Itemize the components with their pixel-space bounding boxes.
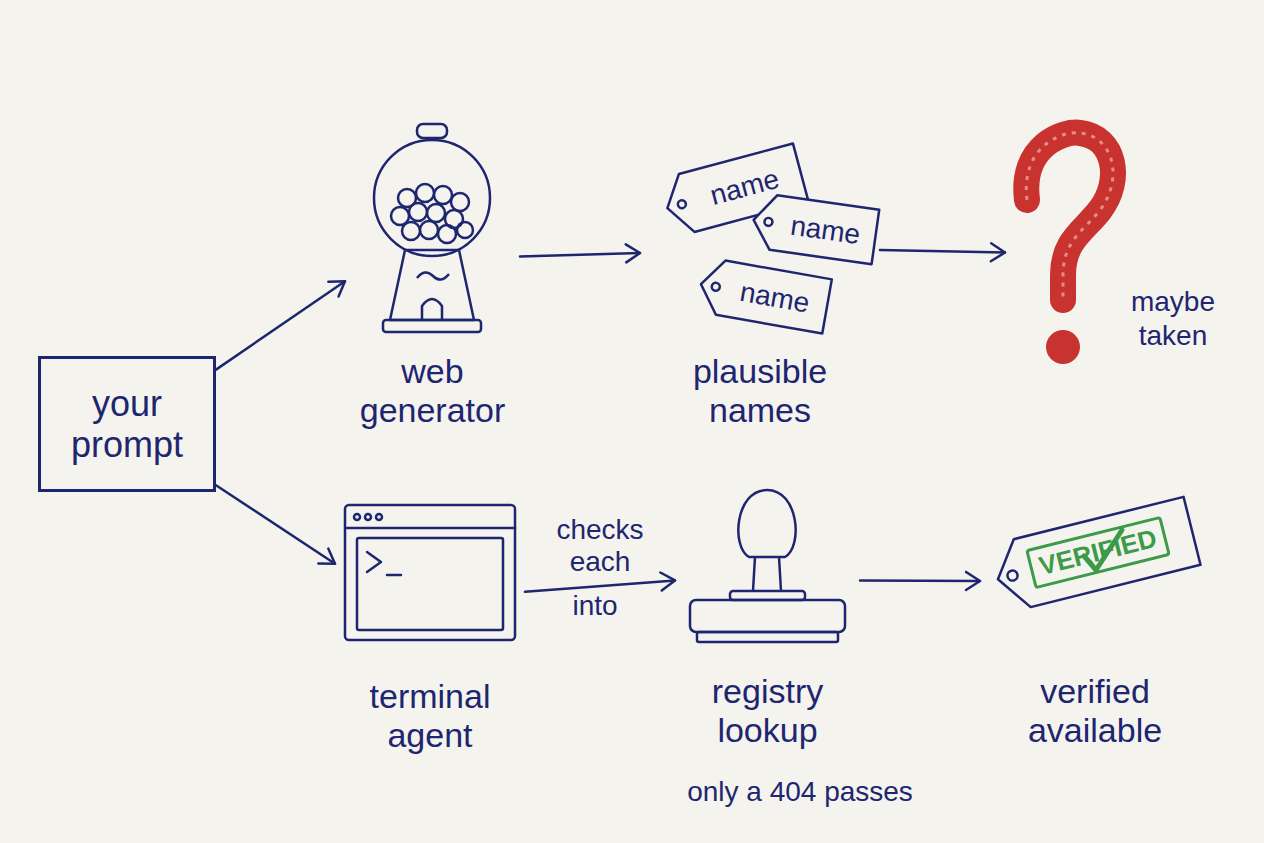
illustration-stroke [690, 600, 845, 632]
node-label: web generator [345, 352, 520, 430]
note-label: into [555, 590, 635, 622]
illustration-stroke [753, 557, 781, 591]
illustration-stroke [422, 299, 442, 320]
illustration-stroke [427, 204, 445, 222]
arrow-head [626, 244, 640, 262]
tag-node: name [696, 257, 834, 334]
arrow-head [966, 572, 980, 590]
illustration-stroke [696, 257, 832, 333]
arrow-head [660, 572, 675, 590]
node-label: terminal agent [335, 677, 525, 755]
connector-line [216, 281, 345, 369]
illustration-stroke [345, 527, 515, 530]
terminal-node: terminal agent [335, 500, 525, 755]
connector-arrow [216, 281, 345, 369]
illustration-stroke [416, 184, 434, 202]
illustration-stroke [365, 514, 371, 520]
illustration-stroke [387, 574, 401, 577]
illustration-stroke [730, 591, 805, 600]
connector-line [880, 250, 1005, 252]
question-node: maybe taken [1005, 125, 1235, 375]
node-label: plausible names [640, 352, 880, 430]
illustration-stroke [402, 222, 420, 240]
illustration-stroke [738, 490, 795, 557]
edge-label: checks each [540, 514, 660, 578]
tag-node: name [750, 193, 881, 265]
illustration-stroke [990, 497, 1201, 613]
illustration-stroke [367, 552, 381, 572]
connector-arrow [216, 485, 335, 564]
illustration-stroke [990, 497, 1201, 613]
illustration-stroke [374, 124, 490, 332]
connector-arrow [860, 572, 980, 590]
illustration-stroke [357, 538, 503, 630]
illustration-stroke [677, 199, 687, 209]
illustration-stroke [374, 140, 490, 256]
tag-text: name [722, 262, 828, 333]
illustration-stroke [697, 632, 838, 642]
arrow-head [991, 243, 1005, 261]
box-node: your prompt [38, 356, 216, 492]
illustration-stroke [1026, 133, 1113, 300]
connector-line [520, 253, 640, 256]
illustration-stroke [420, 221, 438, 239]
check-mark [980, 490, 1210, 750]
illustration-stroke [690, 490, 845, 642]
check-stroke [1084, 530, 1122, 570]
illustration-stroke [417, 272, 449, 279]
node-label: maybe taken [1117, 285, 1229, 352]
stamp-illustration [675, 485, 860, 750]
illustration-stroke [354, 514, 360, 520]
illustration-stroke [1046, 330, 1080, 364]
illustration-stroke [434, 186, 452, 204]
illustration-stroke [345, 505, 515, 640]
node-label: registry lookup [675, 672, 860, 750]
illustration-stroke [409, 203, 427, 221]
stamp-node: registry lookup [675, 485, 860, 750]
illustration-stroke [438, 225, 456, 243]
arrow-head [318, 549, 335, 564]
note-label: only a 404 passes [635, 776, 965, 808]
node-label: verified available [980, 672, 1210, 750]
illustration-stroke [764, 217, 773, 226]
illustration-stroke [345, 505, 515, 640]
connector-line [216, 485, 335, 564]
node-label: your prompt [41, 383, 213, 466]
illustration-stroke [383, 320, 481, 332]
arrow-head [328, 281, 345, 296]
illustration-stroke [417, 124, 447, 138]
illustration-stroke [750, 193, 879, 265]
illustration-stroke [376, 514, 382, 520]
verified-node: VERIFIEDverified available [980, 490, 1210, 750]
illustration-stroke [711, 282, 720, 291]
connector-line [860, 579, 980, 582]
illustration-stroke [1006, 570, 1018, 582]
gumball-node: web generator [345, 120, 520, 430]
illustration-stroke [457, 222, 473, 238]
illustration-stroke [390, 250, 474, 320]
illustration-stroke [1026, 133, 1113, 300]
connector-arrow [520, 244, 640, 262]
connector-arrow [880, 243, 1005, 261]
group-node: plausible namesnamenamename [640, 135, 880, 430]
illustration-stroke [451, 193, 469, 211]
connector-line [525, 580, 675, 591]
